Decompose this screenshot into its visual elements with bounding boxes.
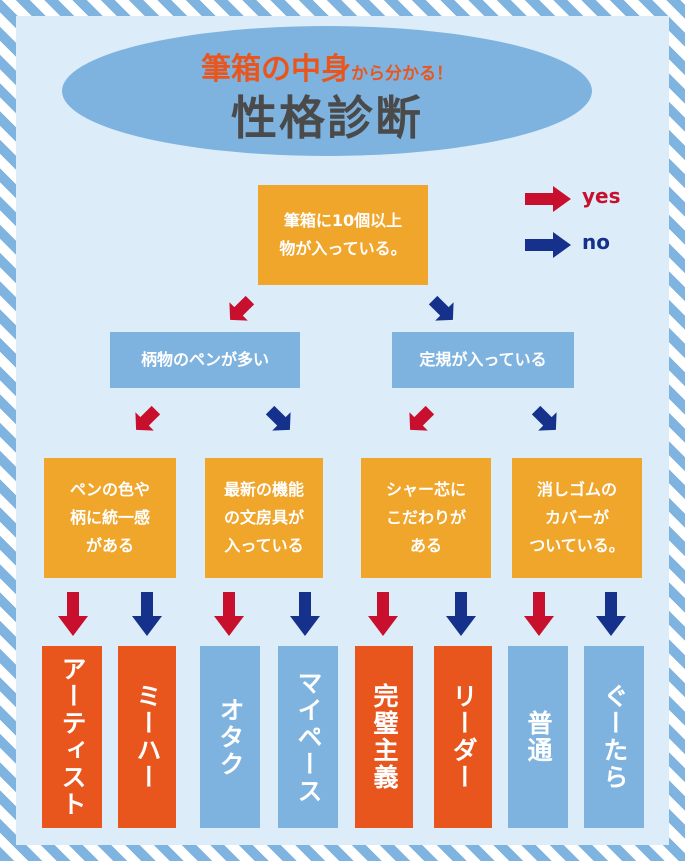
page-title: 性格診断 <box>231 91 423 145</box>
question-patterned-pens: 柄物のペンが多い <box>110 332 300 388</box>
yes-arrow-icon <box>229 295 255 321</box>
legend-yes-arrow-icon <box>525 186 571 212</box>
legend-yes-label: yes <box>582 184 621 208</box>
result-perfectionist: 完璧主義 <box>355 646 413 828</box>
no-arrow-icon <box>265 405 291 431</box>
title-ellipse <box>62 26 592 156</box>
title-part1: 筆箱の中身 <box>201 52 351 87</box>
result-artist: アーティスト <box>42 646 102 828</box>
no-arrow-icon <box>290 592 320 636</box>
result-lazy: ぐーたら <box>584 646 644 828</box>
no-arrow-icon <box>596 592 626 636</box>
result-normal: 普通 <box>508 646 568 828</box>
question-unified-colors: ペンの色や 柄に統一感 がある <box>44 458 176 578</box>
yes-arrow-icon <box>214 592 244 636</box>
yes-arrow-icon <box>524 592 554 636</box>
question-ruler: 定規が入っている <box>392 332 574 388</box>
question-root: 筆箱に10個以上 物が入っている。 <box>258 185 428 285</box>
result-miha: ミーハー <box>118 646 176 828</box>
result-mypace: マイペース <box>278 646 338 828</box>
question-lead-particular: シャー芯に こだわりが ある <box>361 458 491 578</box>
no-arrow-icon <box>132 592 162 636</box>
title-part2: から分かる！ <box>351 64 453 84</box>
question-latest-stationery: 最新の機能 の文房具が 入っている <box>205 458 323 578</box>
legend-no-label: no <box>582 230 610 254</box>
result-otaku: オタク <box>200 646 260 828</box>
no-arrow-icon <box>531 405 557 431</box>
yes-arrow-icon <box>135 405 161 431</box>
no-arrow-icon <box>446 592 476 636</box>
legend-no-arrow-icon <box>525 232 571 258</box>
no-arrow-icon <box>428 295 454 321</box>
yes-arrow-icon <box>409 405 435 431</box>
yes-arrow-icon <box>368 592 398 636</box>
title-subtitle: 筆箱の中身から分かる！ <box>62 44 592 88</box>
result-leader: リーダー <box>434 646 492 828</box>
yes-arrow-icon <box>58 592 88 636</box>
question-eraser-cover: 消しゴムの カバーが ついている。 <box>512 458 642 578</box>
